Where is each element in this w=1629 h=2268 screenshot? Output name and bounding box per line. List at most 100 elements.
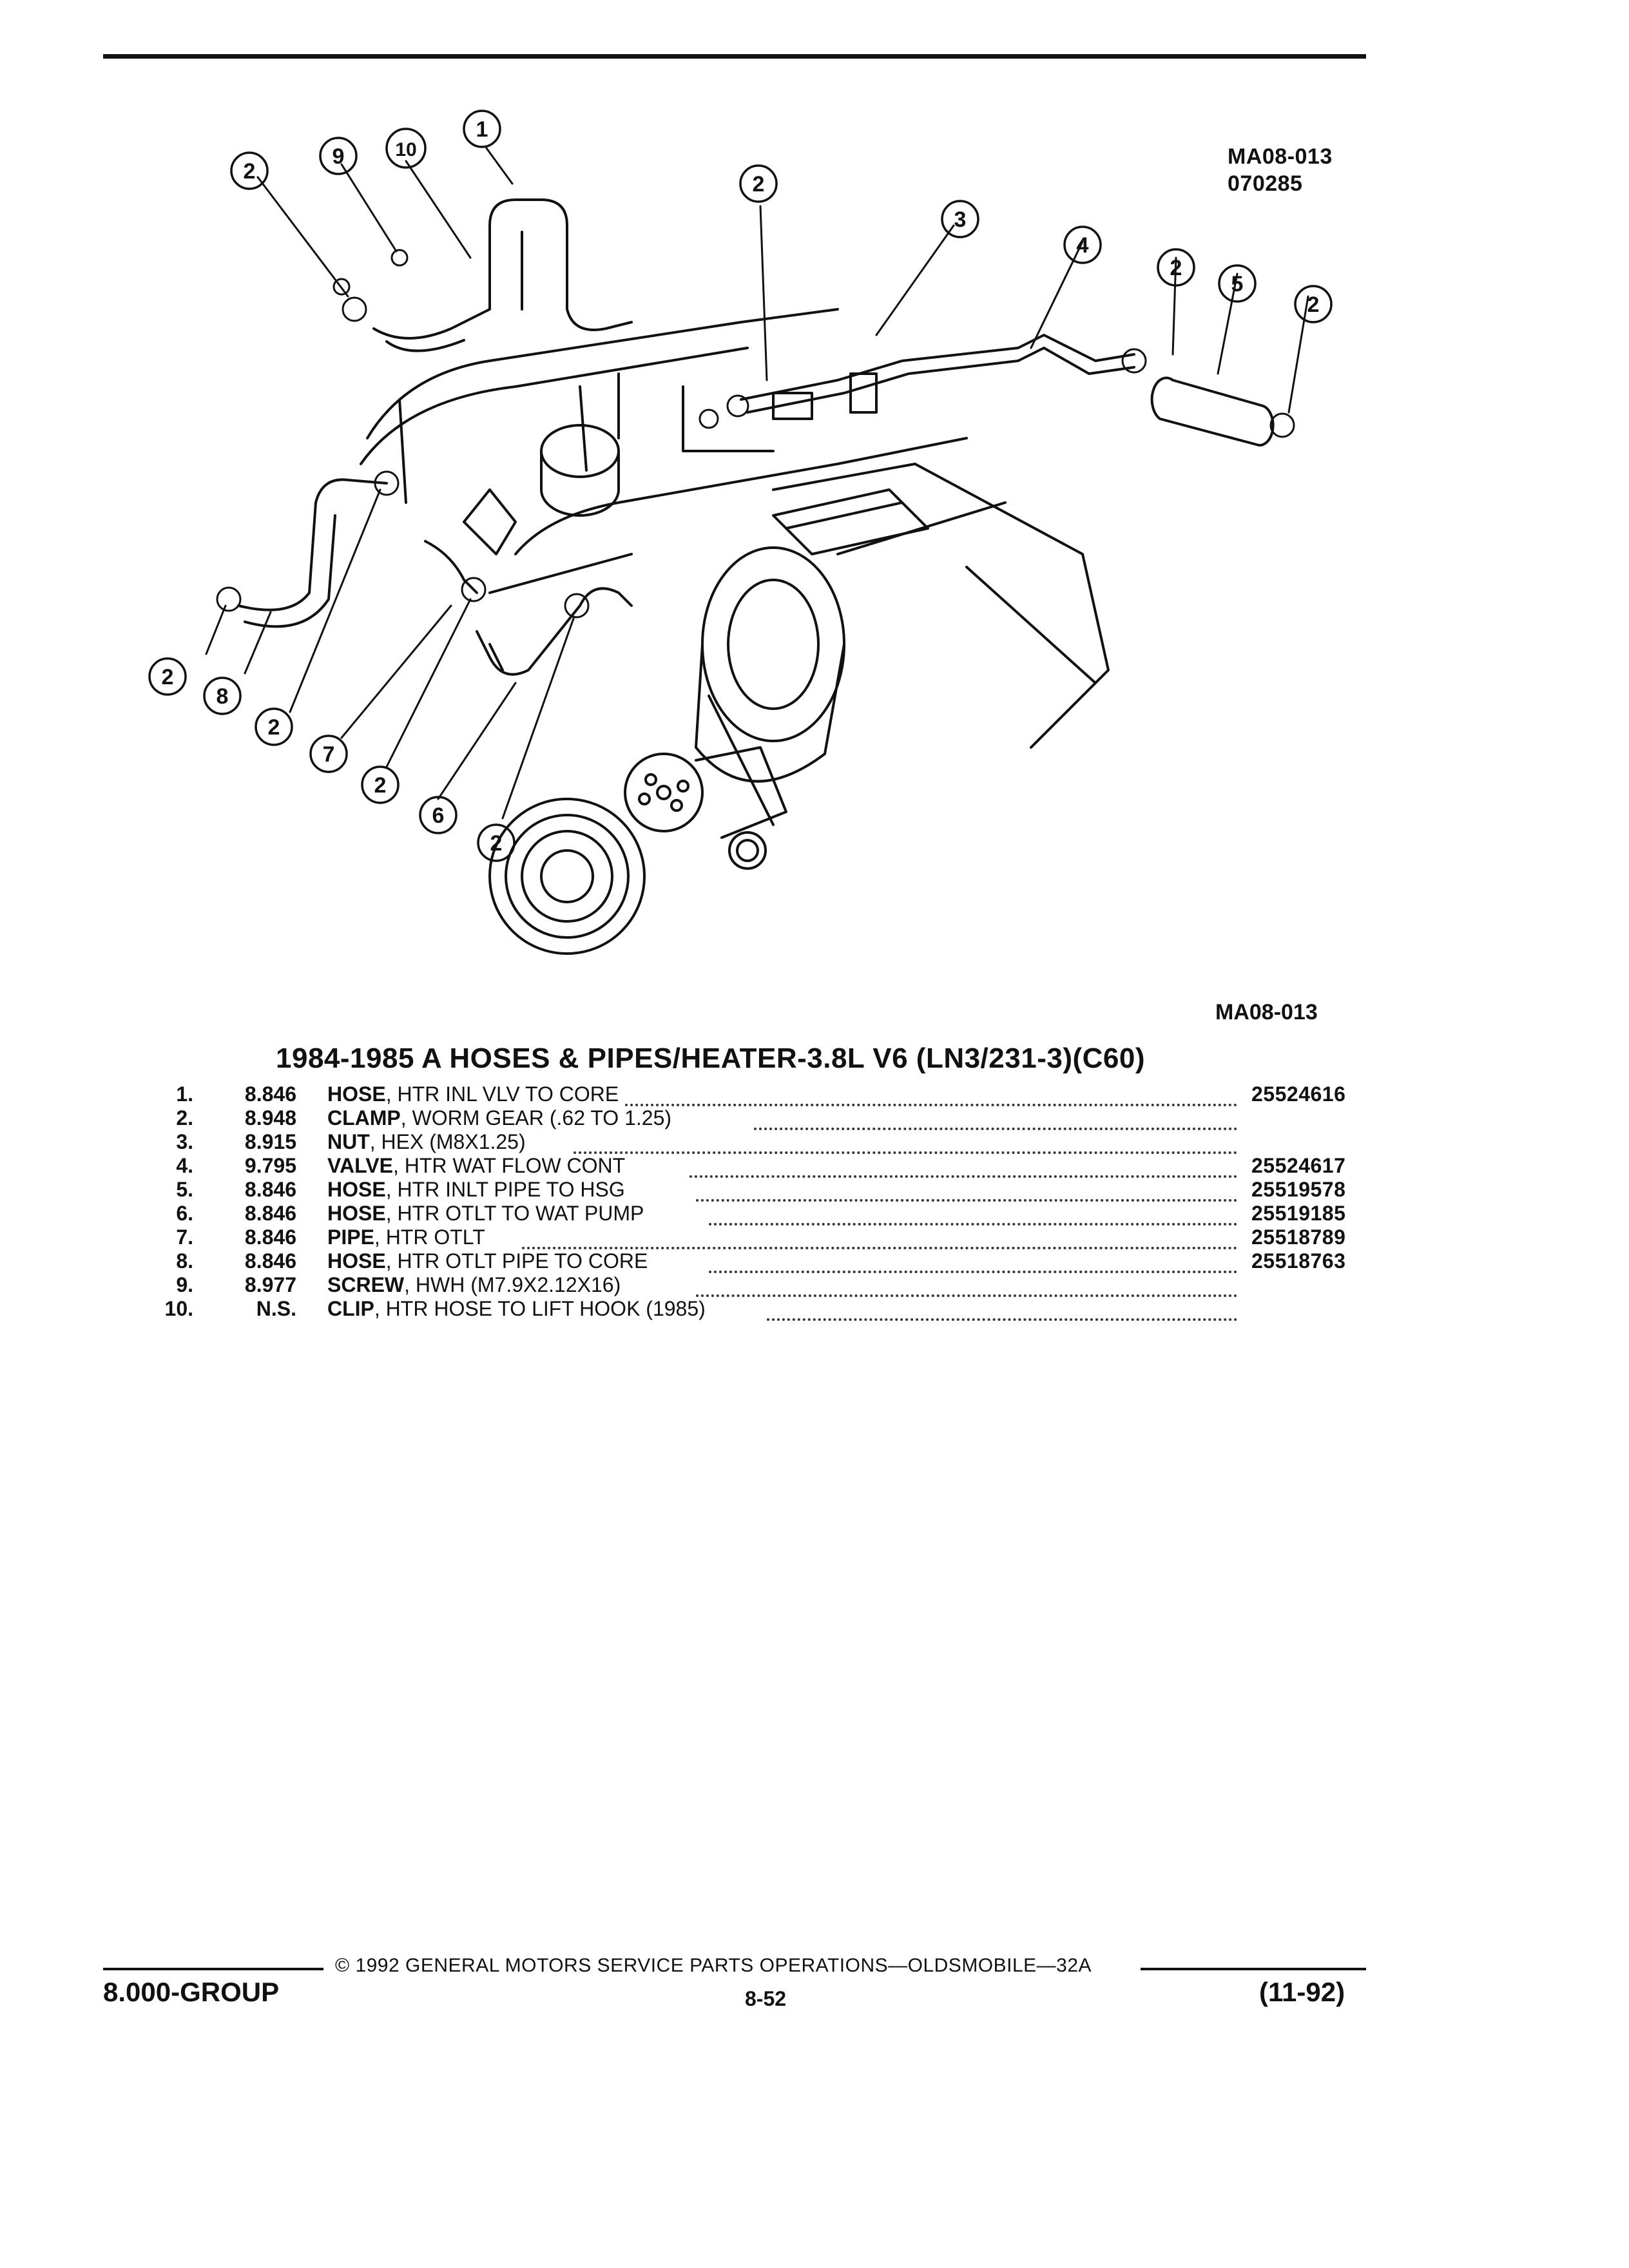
callout-2-g: 2 <box>361 765 400 804</box>
part-noun: SCREW <box>327 1273 405 1296</box>
svg-text:2: 2 <box>490 831 503 856</box>
part-noun: HOSE <box>327 1249 386 1273</box>
part-noun: HOSE <box>327 1202 386 1225</box>
part-noun: CLAMP <box>327 1106 401 1129</box>
svg-text:7: 7 <box>323 742 335 767</box>
part-number: 25524617 <box>1251 1154 1346 1177</box>
svg-text:5: 5 <box>1231 272 1244 296</box>
item-number: 8. <box>176 1249 193 1273</box>
part-description: NUT, HEX (M8X1.25) <box>327 1130 1358 1154</box>
figure-date-code: 070285 <box>1228 171 1303 196</box>
part-number: 25524616 <box>1251 1082 1346 1106</box>
leader-dots <box>522 1225 1237 1249</box>
svg-text:2: 2 <box>1170 256 1182 280</box>
part-description: CLAMP, WORM GEAR (.62 TO 1.25) <box>327 1106 1358 1130</box>
part-noun: VALVE <box>327 1154 393 1177</box>
svg-text:10: 10 <box>395 139 416 160</box>
part-description: HOSE, HTR INLT PIPE TO HSG <box>327 1178 1358 1202</box>
valve-pipe-4 <box>740 334 1135 420</box>
svg-text:2: 2 <box>753 172 765 197</box>
callout-2-d: 2 <box>1294 285 1333 323</box>
hose-5-path <box>1150 376 1275 447</box>
callout-balloons: 2 9 10 1 2 3 4 2 5 2 2 8 2 7 2 6 2 <box>148 110 1333 862</box>
leader-dots <box>574 1130 1237 1154</box>
figure-code-bottom: MA08-013 <box>1215 1000 1318 1024</box>
part-detail: , HEX (M8X1.25) <box>369 1130 526 1153</box>
parts-row: 10. N.S. CLIP, HTR HOSE TO LIFT HOOK (19… <box>142 1297 1379 1321</box>
clamps <box>216 249 1295 619</box>
item-number: 2. <box>176 1106 193 1129</box>
part-description: HOSE, HTR OTLT TO WAT PUMP <box>327 1202 1358 1225</box>
part-description: SCREW, HWH (M7.9X2.12X16) <box>327 1273 1358 1297</box>
revision-date: (11-92) <box>1259 1977 1345 2007</box>
callout-10: 10 <box>385 128 427 169</box>
callout-2-b: 2 <box>739 164 778 203</box>
leader-dots <box>625 1082 1237 1106</box>
figure-code: MA08-013 <box>1228 144 1333 169</box>
part-noun: NUT <box>327 1130 370 1153</box>
parts-row: 7. 8.846 PIPE, HTR OTLT 25518789 <box>142 1225 1379 1249</box>
callout-2-h: 2 <box>477 823 516 862</box>
group-label: 8.000-GROUP <box>103 1977 280 2007</box>
part-description: PIPE, HTR OTLT <box>327 1225 1358 1249</box>
parts-list-title: 1984-1985 A HOSES & PIPES/HEATER-3.8L V6… <box>276 1043 1145 1074</box>
item-number: 4. <box>176 1154 193 1177</box>
leader-dots <box>696 1273 1237 1297</box>
callout-2-c: 2 <box>1157 248 1195 287</box>
page-number: 8-52 <box>745 1987 787 2010</box>
part-detail: , HWH (M7.9X2.12X16) <box>404 1273 621 1296</box>
part-detail: , HTR INL VLV TO CORE <box>385 1082 619 1106</box>
part-description: VALVE, HTR WAT FLOW CONT <box>327 1154 1358 1178</box>
part-noun: HOSE <box>327 1082 386 1106</box>
svg-text:9: 9 <box>333 144 345 169</box>
part-detail: , WORM GEAR (.62 TO 1.25) <box>400 1106 672 1129</box>
item-number: 3. <box>176 1130 193 1153</box>
figure-code-block: MA08-013 070285 <box>1228 143 1333 197</box>
parts-row: 1. 8.846 HOSE, HTR INL VLV TO CORE 25524… <box>142 1082 1379 1106</box>
svg-text:4: 4 <box>1077 233 1089 258</box>
part-detail: , HTR HOSE TO LIFT HOOK (1985) <box>374 1297 706 1320</box>
part-noun: HOSE <box>327 1178 386 1201</box>
callout-7: 7 <box>309 735 348 773</box>
part-number: 25518789 <box>1251 1225 1346 1249</box>
parts-row: 4. 9.795 VALVE, HTR WAT FLOW CONT 255246… <box>142 1154 1379 1178</box>
item-number: 6. <box>176 1202 193 1225</box>
callout-9: 9 <box>319 137 358 175</box>
group-number: 8.846 <box>244 1249 296 1273</box>
leader-dots <box>754 1106 1237 1130</box>
group-number: 8.846 <box>244 1202 296 1225</box>
group-number: 8.846 <box>244 1178 296 1201</box>
group-number: 8.977 <box>244 1273 296 1296</box>
svg-text:1: 1 <box>476 117 488 142</box>
callout-3: 3 <box>941 200 979 238</box>
parts-row: 6. 8.846 HOSE, HTR OTLT TO WAT PUMP 2551… <box>142 1202 1379 1225</box>
part-description: CLIP, HTR HOSE TO LIFT HOOK (1985) <box>327 1297 1358 1321</box>
svg-text:2: 2 <box>244 159 256 184</box>
group-number: 8.846 <box>244 1082 296 1106</box>
group-number: N.S. <box>256 1297 296 1320</box>
svg-text:3: 3 <box>954 207 967 232</box>
leader-dots <box>767 1297 1237 1321</box>
footer-rule-left <box>103 1968 323 1970</box>
callout-6: 6 <box>419 796 458 834</box>
copyright-notice: © 1992 GENERAL MOTORS SERVICE PARTS OPER… <box>335 1955 1092 1976</box>
svg-text:2: 2 <box>1307 293 1320 317</box>
part-number: 25518763 <box>1251 1249 1346 1273</box>
leader-lines <box>205 147 1309 820</box>
lower-hoses <box>237 478 633 676</box>
group-number: 9.795 <box>244 1154 296 1177</box>
part-number: 25519185 <box>1251 1202 1346 1225</box>
parts-row: 8. 8.846 HOSE, HTR OTLT PIPE TO CORE 255… <box>142 1249 1379 1273</box>
svg-text:2: 2 <box>162 665 174 689</box>
top-rule <box>103 54 1366 59</box>
item-number: 5. <box>176 1178 193 1201</box>
group-number: 8.948 <box>244 1106 296 1129</box>
group-number: 8.915 <box>244 1130 296 1153</box>
parts-row: 3. 8.915 NUT, HEX (M8X1.25) <box>142 1130 1379 1154</box>
part-description: HOSE, HTR OTLT PIPE TO CORE <box>327 1249 1358 1273</box>
callout-2-f: 2 <box>255 707 293 746</box>
part-description: HOSE, HTR INL VLV TO CORE <box>327 1082 1358 1106</box>
callout-5: 5 <box>1218 264 1257 303</box>
svg-text:6: 6 <box>432 803 445 828</box>
heater-hose-diagram: 2 9 10 1 2 3 4 2 5 2 2 8 2 7 2 6 2 <box>129 103 1353 992</box>
